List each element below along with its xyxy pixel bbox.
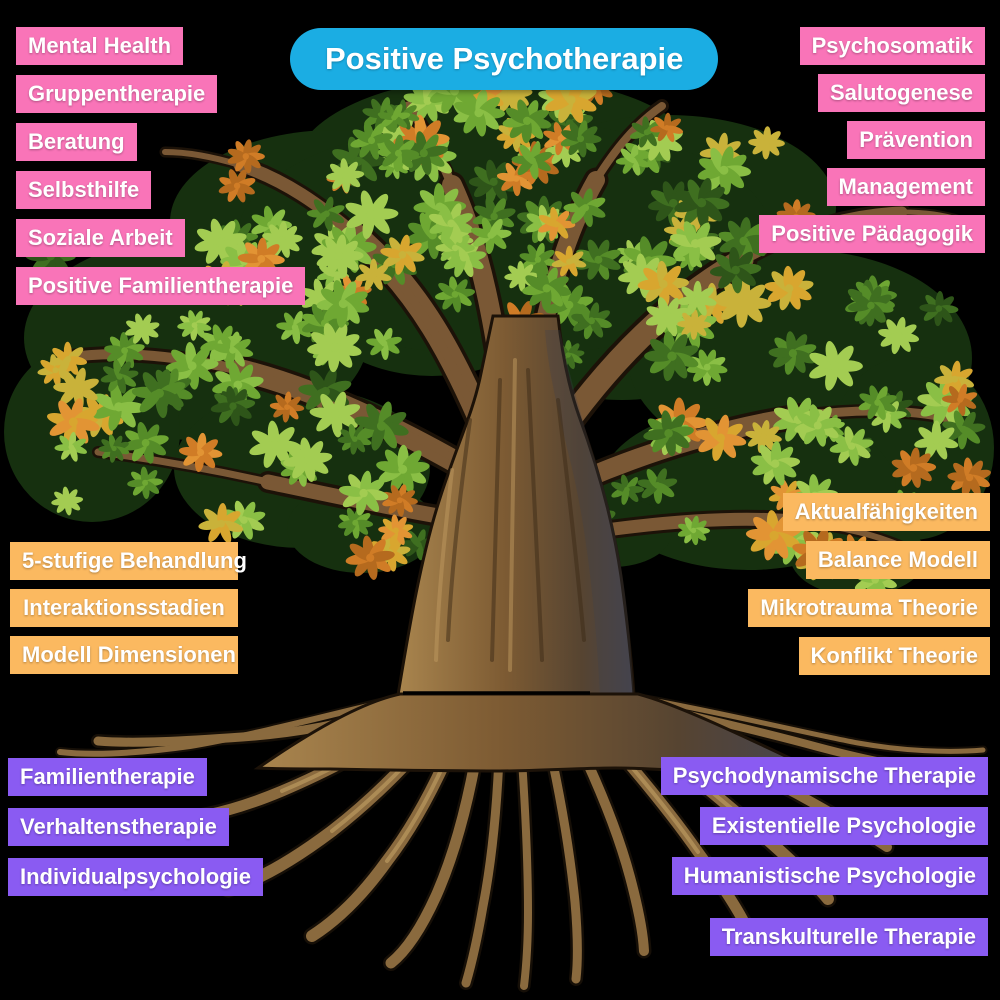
label-verhaltenstherapie: Verhaltenstherapie: [8, 808, 229, 846]
label-prävention: Prävention: [847, 121, 985, 159]
label-5-stufige-behandlung: 5-stufige Behandlung: [10, 542, 247, 580]
label-interaktionsstadien: Interaktionsstadien: [10, 589, 238, 627]
label-salutogenese: Salutogenese: [817, 74, 985, 112]
label-familientherapie: Familientherapie: [8, 758, 207, 796]
title-badge: Positive Psychotherapie: [290, 28, 719, 90]
label-psychodynamische-therapie: Psychodynamische Therapie: [660, 757, 988, 795]
label-mikrotrauma-theorie: Mikrotrauma Theorie: [748, 589, 990, 627]
label-soziale-arbeit: Soziale Arbeit: [16, 219, 185, 257]
label-psychosomatik: Psychosomatik: [799, 27, 985, 65]
label-positive-familientherapie: Positive Familientherapie: [16, 267, 306, 305]
label-positive-pädagogik: Positive Pädagogik: [759, 215, 985, 253]
label-mental-health: Mental Health: [16, 27, 184, 65]
label-selbsthilfe: Selbsthilfe: [16, 171, 152, 209]
label-beratung: Beratung: [16, 123, 137, 161]
label-modell-dimensionen: Modell Dimensionen: [10, 636, 238, 674]
label-existentielle-psychologie: Existentielle Psychologie: [699, 807, 988, 845]
label-aktualfähigkeiten: Aktualfähigkeiten: [782, 493, 990, 531]
label-gruppentherapie: Gruppentherapie: [16, 75, 218, 113]
label-management: Management: [826, 168, 985, 206]
label-konflikt-theorie: Konflikt Theorie: [798, 637, 990, 675]
label-balance-modell: Balance Modell: [805, 541, 990, 579]
label-humanistische-psychologie: Humanistische Psychologie: [671, 857, 988, 895]
label-individualpsychologie: Individualpsychologie: [8, 858, 264, 896]
trunk: [253, 314, 803, 773]
foliage: [25, 66, 991, 600]
label-transkulturelle-therapie: Transkulturelle Therapie: [709, 918, 988, 956]
